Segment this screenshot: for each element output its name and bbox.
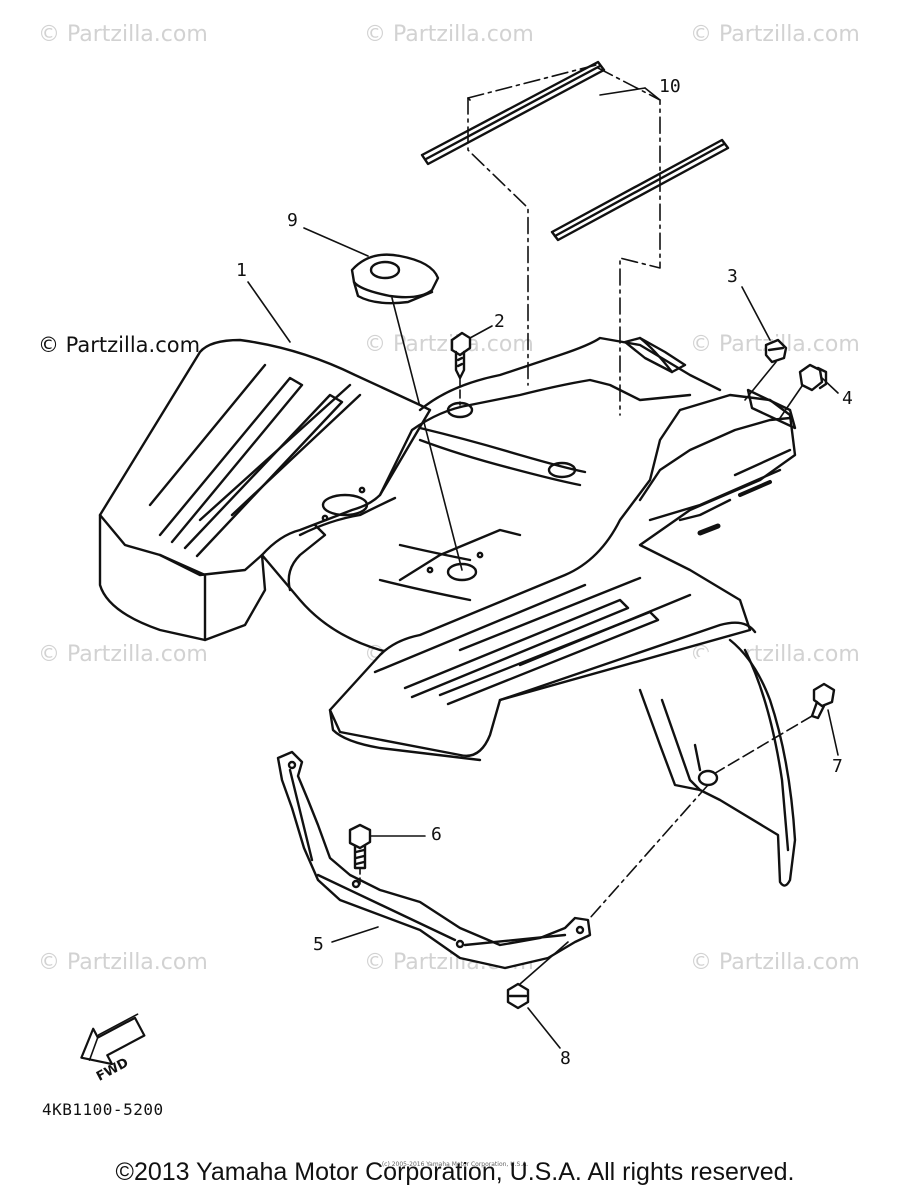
part-8-nut	[506, 941, 569, 1049]
callout-5: 5	[313, 934, 324, 955]
watermark: © Partzilla.com	[38, 950, 208, 975]
watermark: © Partzilla.com	[690, 950, 860, 975]
watermark: © Partzilla.com	[690, 22, 860, 47]
part-2-screw	[450, 325, 493, 406]
leader-9	[303, 227, 369, 257]
copyright-footer: ©2013 Yamaha Motor Corporation, U.S.A. A…	[115, 1158, 795, 1186]
part-9-grommet	[350, 253, 463, 571]
callout-2: 2	[494, 311, 505, 332]
watermark: © Partzilla.com	[364, 22, 534, 47]
part-5-stay	[276, 750, 592, 970]
callout-8: 8	[560, 1048, 571, 1069]
part-7-bolt	[589, 682, 839, 919]
part-10-rubber-strips	[420, 60, 730, 416]
callout-3: 3	[727, 266, 738, 287]
leader-1	[247, 281, 291, 343]
fwd-arrow-icon	[80, 1013, 146, 1066]
tiny-copyright: (c) 2005-2016 Yamaha Motor Corporation, …	[381, 1161, 529, 1168]
part-4-bolt	[779, 363, 839, 419]
watermark: © Partzilla.com	[38, 642, 208, 667]
callout-7: 7	[832, 756, 843, 777]
part-6-bolt	[348, 823, 426, 886]
callout-6: 6	[431, 824, 442, 845]
part-3-bolt	[741, 286, 788, 401]
watermark-prominent: © Partzilla.com	[38, 333, 201, 357]
callout-4: 4	[842, 388, 853, 409]
watermark: © Partzilla.com	[38, 22, 208, 47]
part-1-front-fender	[98, 336, 797, 887]
callout-1: 1	[236, 260, 247, 281]
diagram-part-number: 4KB1100-5200	[42, 1100, 164, 1119]
callout-9: 9	[287, 210, 298, 231]
callout-10: 10	[659, 76, 681, 97]
watermark: © Partzilla.com	[364, 332, 534, 357]
